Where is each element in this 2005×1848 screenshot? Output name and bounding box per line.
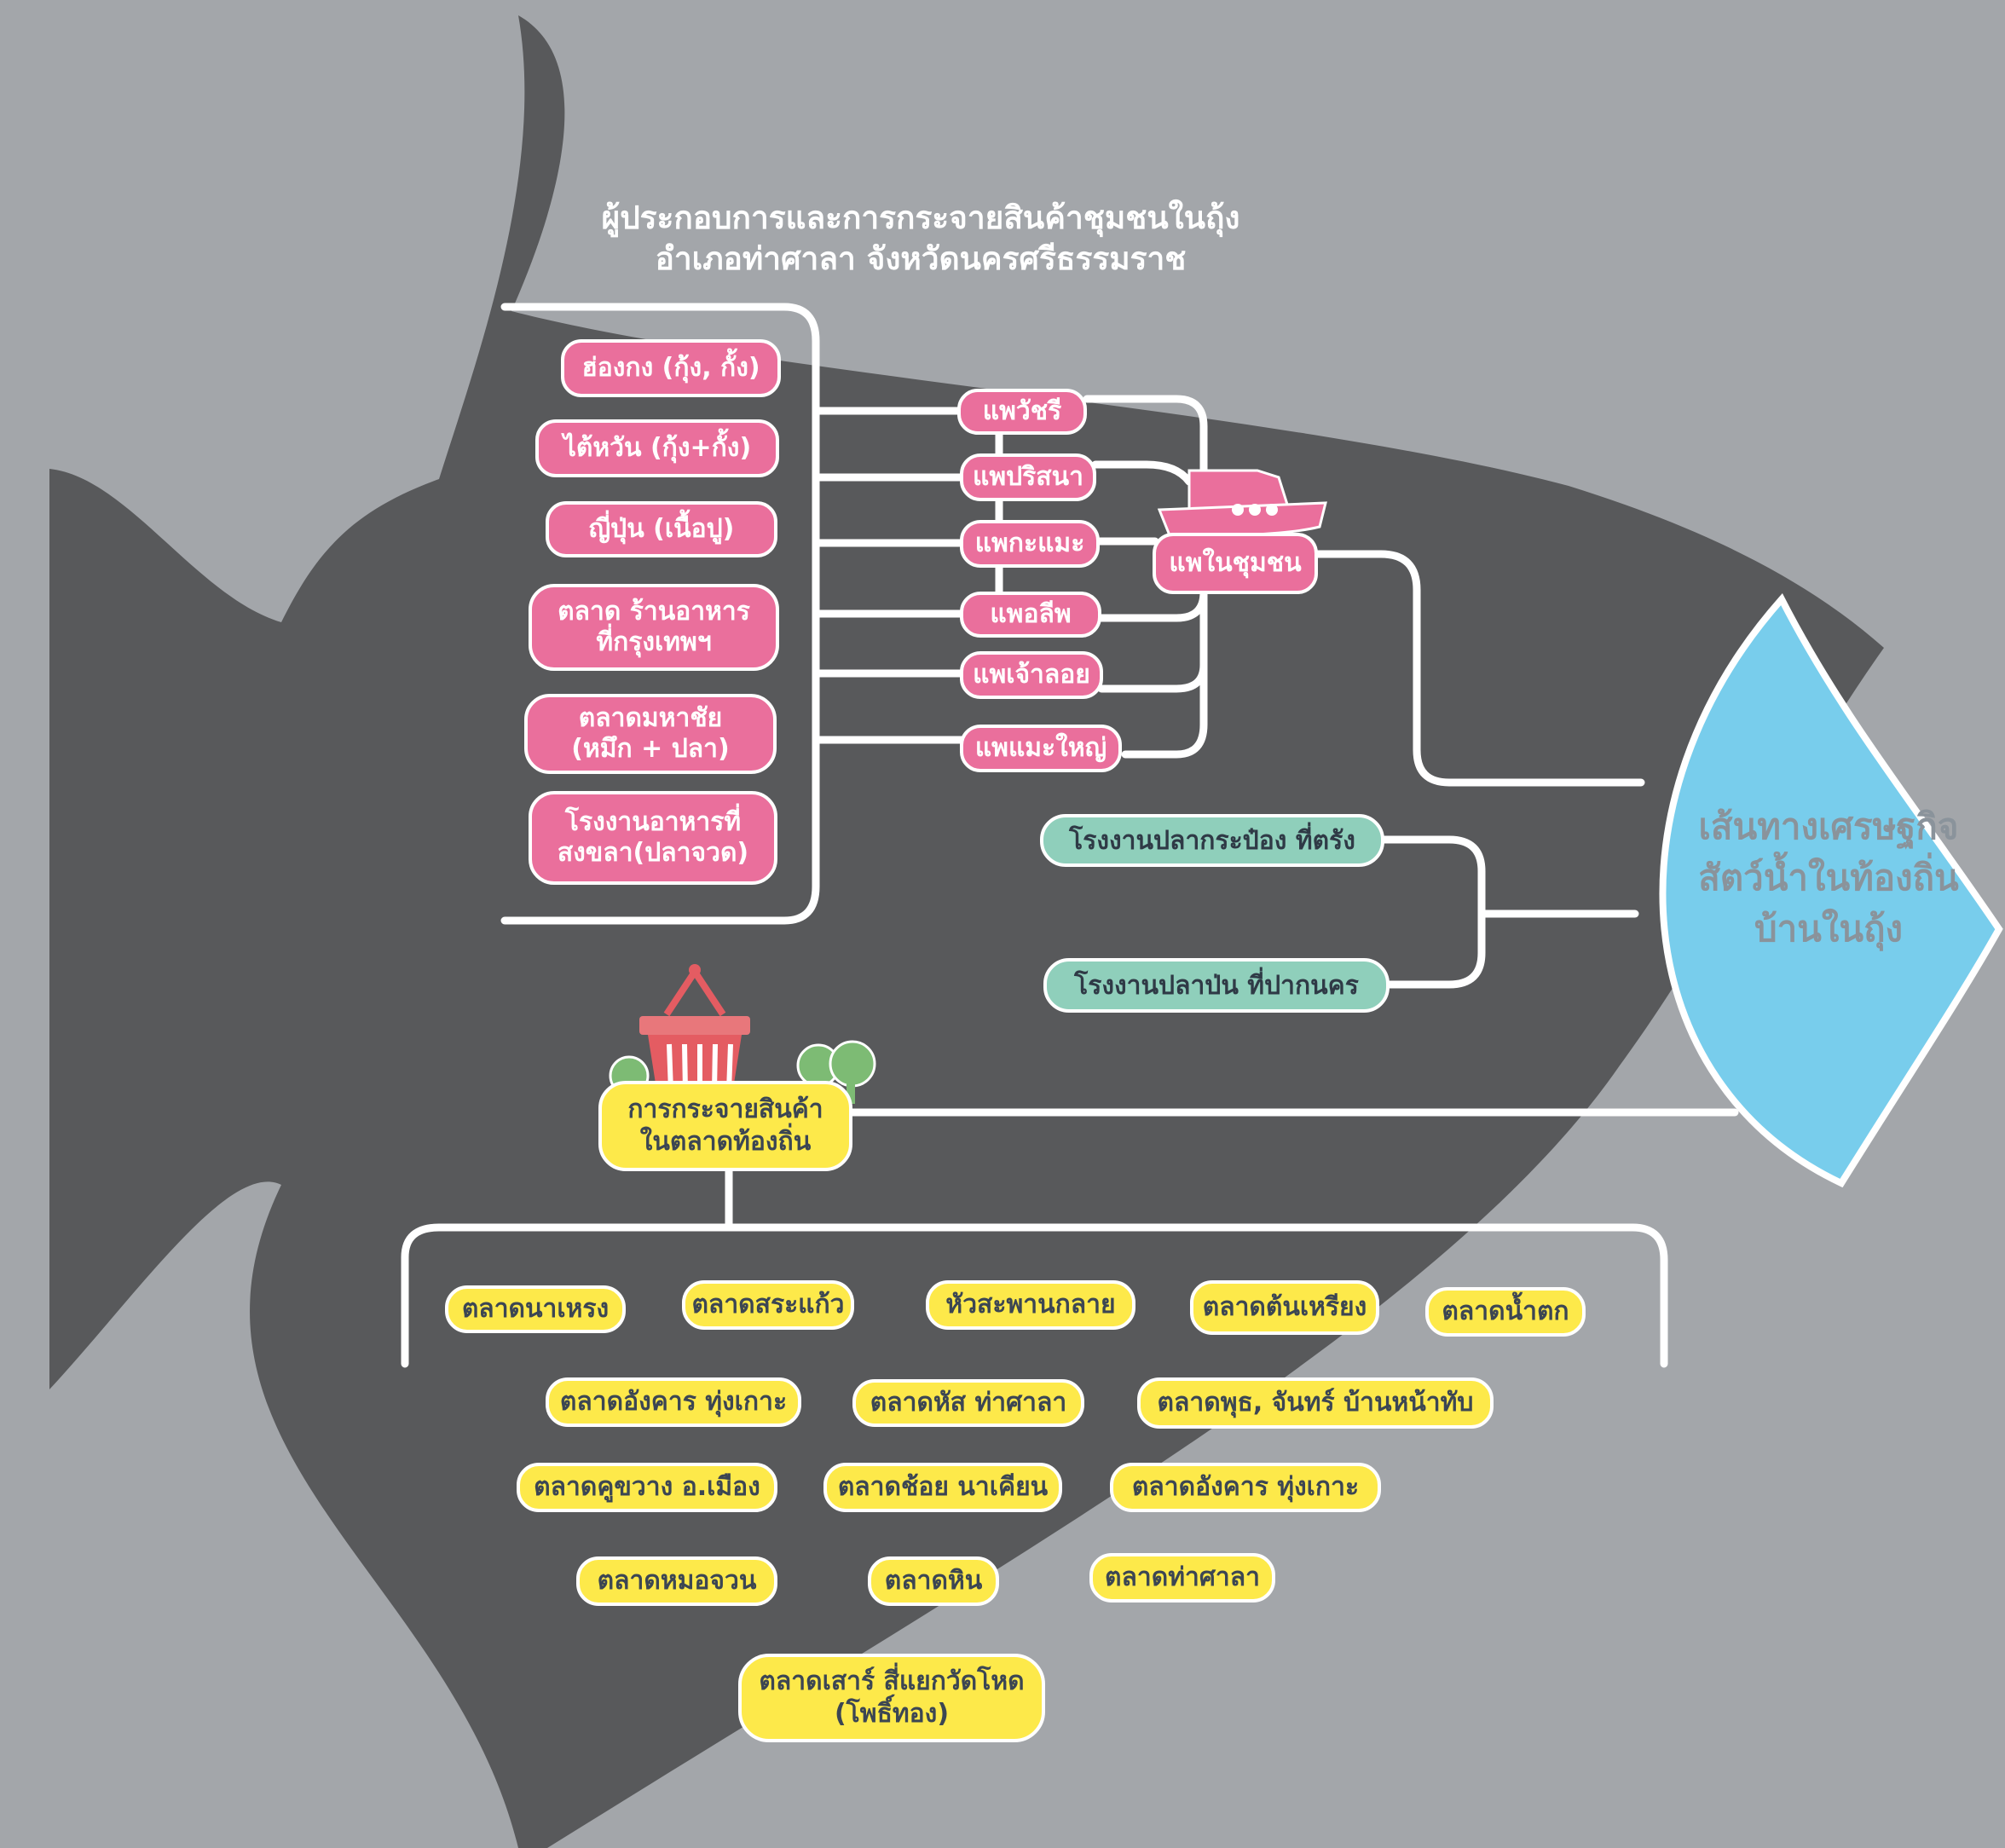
factory-label: โรงงานปลาป่น ที่ปากนคร bbox=[1074, 970, 1359, 1001]
market-sakaeo: ตลาดสระแก้ว bbox=[682, 1280, 854, 1330]
market-label: ตลาดหมอจวน bbox=[597, 1566, 757, 1596]
destination-label: ไต้หวัน (กุ้ง+กั้ง) bbox=[563, 433, 752, 463]
destination-label: (หมึก + ปลา) bbox=[571, 734, 730, 764]
raft-label: แพปริสนา bbox=[973, 462, 1083, 492]
market-angkhan-thung-ko-2: ตลาดอังคาร ทุ่งเกาะ bbox=[1110, 1463, 1381, 1512]
destination-label: ฮ่องกง (กุ้ง, กั้ง) bbox=[581, 353, 760, 383]
market-hua-saphan-klai: หัวสะพานกลาย bbox=[926, 1280, 1135, 1330]
market-label: ตลาดน้ำตก bbox=[1442, 1296, 1569, 1326]
destination-label: ที่กรุงเทพฯ bbox=[596, 627, 712, 657]
market-label: ตลาดอังคาร ทุ่งเกาะ bbox=[559, 1387, 788, 1417]
market-has-thasala: ตลาดหัส ท่าศาลา bbox=[852, 1379, 1084, 1427]
market-phut-chan-ban-na-thap: ตลาดพุธ, จันทร์ บ้านหน้าทับ bbox=[1137, 1377, 1494, 1429]
raft-chaoloi: แพเจ้าลอย bbox=[960, 651, 1103, 699]
market-bracket bbox=[401, 1223, 1668, 1368]
market-nam-tok: ตลาดน้ำตก bbox=[1425, 1287, 1586, 1337]
destination-japan: ญี่ปุ่น (เนื้อปู) bbox=[546, 501, 777, 557]
market-angkhan-thung-ko-1: ตลาดอังคาร ทุ่งเกาะ bbox=[546, 1377, 801, 1427]
market-label: ตลาดหิน bbox=[884, 1566, 983, 1596]
raft-maeyai: แพแมะใหญ่ bbox=[960, 725, 1122, 772]
factory-label: โรงงานปลากระป๋อง ที่ตรัง bbox=[1069, 825, 1355, 856]
destination-taiwan: ไต้หวัน (กุ้ง+กั้ง) bbox=[535, 419, 779, 477]
raft-kamae: แพกะแมะ bbox=[960, 520, 1100, 568]
raft-label: แพวัชรี bbox=[982, 396, 1062, 426]
market-label: ตลาดเสาร์ สี่แยกวัดโหด bbox=[759, 1666, 1025, 1696]
factory-fishmeal-paknakhon: โรงงานปลาป่น ที่ปากนคร bbox=[1043, 958, 1390, 1013]
market-label: ตลาดหัส ท่าศาลา bbox=[870, 1388, 1067, 1418]
market-nareng: ตลาดนาเหรง bbox=[445, 1285, 626, 1333]
raft-label: แพอลีพ bbox=[990, 599, 1072, 629]
community-raft: แพในชุมชน bbox=[1153, 533, 1318, 594]
factory-cannery-trang: โรงงานปลากระป๋อง ที่ตรัง bbox=[1040, 814, 1384, 867]
destination-bangkok: ตลาด ร้านอาหาร ที่กรุงเทพฯ bbox=[529, 584, 779, 671]
raft-watcharee: แพวัชรี bbox=[957, 389, 1087, 435]
raft-collector-2 bbox=[1091, 460, 1193, 486]
raft-collector-4 bbox=[1097, 588, 1208, 622]
destination-songkhla: โรงงานอาหารที่ สงขลา(ปลาจวด) bbox=[529, 791, 777, 885]
fish-body bbox=[49, 15, 1884, 1848]
market-thasala: ตลาดท่าศาลา bbox=[1089, 1553, 1275, 1603]
community-to-hub bbox=[1313, 550, 1645, 787]
market-label: ตลาดอังคาร ทุ่งเกาะ bbox=[1131, 1472, 1360, 1502]
community-raft-label: แพในชุมชน bbox=[1169, 548, 1302, 578]
market-label: ตลาดต้นเหรียง bbox=[1202, 1292, 1367, 1322]
market-khu-khwang: ตลาดคูขวาง อ.เมือง bbox=[517, 1463, 777, 1512]
raft-label: แพเจ้าลอย bbox=[973, 660, 1090, 690]
raft-label: แพแมะใหญ่ bbox=[974, 733, 1107, 763]
market-label: ตลาดช้อย นาเคียน bbox=[837, 1472, 1049, 1502]
market-ton-riang: ตลาดต้นเหรียง bbox=[1190, 1280, 1379, 1335]
hub-line-2: สัตว์น้ำในท้องถิ่น bbox=[1698, 857, 1959, 898]
raft-collector-5 bbox=[1097, 661, 1208, 693]
destination-label: โรงงานอาหารที่ bbox=[564, 807, 742, 837]
market-label: ตลาดสระแก้ว bbox=[691, 1290, 845, 1320]
market-label: ตลาดคูขวาง อ.เมือง bbox=[534, 1472, 760, 1502]
market-label: (โพธิ์ทอง) bbox=[834, 1699, 950, 1729]
title-line-2: อำเภอท่าศาลา จังหวัดนครศรีธรรมราช bbox=[655, 240, 1187, 277]
market-label: ตลาดพุธ, จันทร์ บ้านหน้าทับ bbox=[1157, 1388, 1474, 1418]
raft-parisna: แพปริสนา bbox=[960, 453, 1096, 501]
market-sao-si-yaek-wat-hot: ตลาดเสาร์ สี่แยกวัดโหด (โพธิ์ทอง) bbox=[738, 1654, 1045, 1742]
local-distribution-label: การกระจายสินค้า bbox=[627, 1094, 823, 1124]
hub-line-3: บ้านในถุ้ง bbox=[1754, 908, 1904, 950]
destination-hongkong: ฮ่องกง (กุ้ง, กั้ง) bbox=[561, 339, 781, 397]
raft-label: แพกะแมะ bbox=[974, 528, 1085, 558]
raft-aleep: แพอลีพ bbox=[960, 592, 1101, 638]
market-choi-na-khian: ตลาดช้อย นาเคียน bbox=[823, 1463, 1062, 1512]
destination-label: สงขลา(ปลาจวด) bbox=[557, 838, 749, 868]
destination-mahachai: ตลาดมหาชัย (หมึก + ปลา) bbox=[524, 694, 777, 774]
market-hin: ตลาดหิน bbox=[868, 1556, 999, 1606]
hub-label: เส้นทางเศรษฐกิจ สัตว์น้ำในท้องถิ่น บ้านใ… bbox=[1641, 801, 2005, 955]
destination-label: ญี่ปุ่น (เนื้อปู) bbox=[588, 514, 735, 544]
market-label: ตลาดนาเหรง bbox=[461, 1294, 610, 1324]
hub-shape bbox=[1659, 592, 2003, 1188]
market-label: หัวสะพานกลาย bbox=[945, 1290, 1116, 1320]
destination-label: ตลาดมหาชัย bbox=[578, 703, 723, 733]
destination-label: ตลาด ร้านอาหาร bbox=[558, 597, 750, 627]
local-distribution-label: ในตลาดท้องถิ่น bbox=[639, 1127, 812, 1157]
diagram-title: ผู้ประกอบการและการกระจายสินค้าชุมชนในถุ้… bbox=[563, 198, 1279, 280]
title-line-1: ผู้ประกอบการและการกระจายสินค้าชุมชนในถุ้… bbox=[601, 199, 1240, 236]
local-distribution: การกระจายสินค้า ในตลาดท้องถิ่น bbox=[598, 1081, 852, 1171]
longtail-boat-icon bbox=[1157, 469, 1327, 537]
market-label: ตลาดท่าศาลา bbox=[1105, 1562, 1260, 1592]
hub-line-1: เส้นทางเศรษฐกิจ bbox=[1698, 806, 1959, 847]
market-mo-chuan: ตลาดหมอจวน bbox=[576, 1556, 777, 1606]
